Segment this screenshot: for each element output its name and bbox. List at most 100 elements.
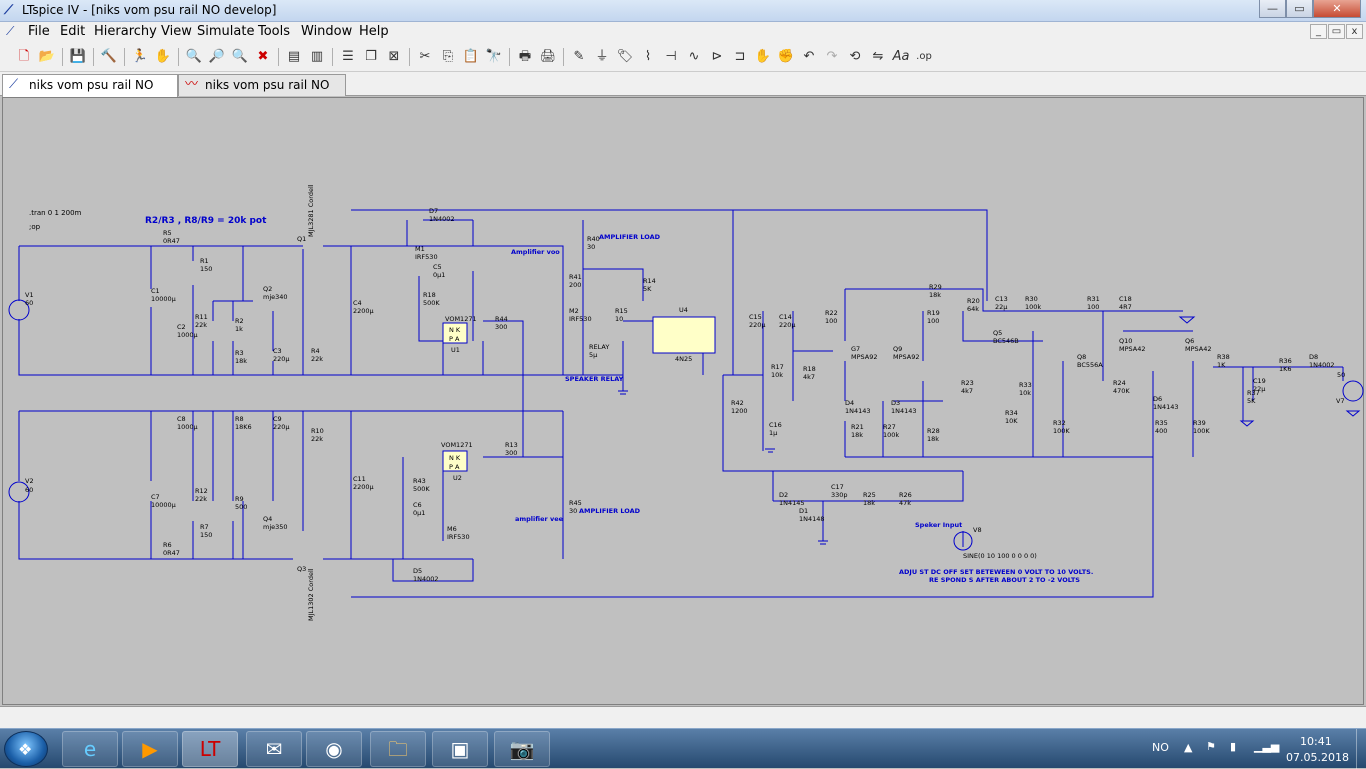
clock-time[interactable]: 10:41 [1300,735,1332,748]
save-icon[interactable]: 💾 [69,49,87,64]
close-button[interactable]: ✕ [1313,0,1361,18]
amp-vee-label[interactable]: amplifier vee [515,515,564,523]
amp-load-bottom[interactable]: AMPLIFIER LOAD [579,507,641,515]
v2-label[interactable]: V2 [25,477,34,485]
ground-icon[interactable]: ⏚ [595,49,609,64]
media-player-icon[interactable]: ▶ [122,731,178,767]
menu-hierarchy[interactable]: Hierarchy [94,24,157,39]
zoom-out-icon[interactable]: 🔍 [231,49,249,64]
delete-traces-icon[interactable]: ▥ [310,49,324,64]
u4-optocoupler[interactable] [652,316,716,354]
clock-date[interactable]: 07.05.2018 [1286,751,1349,764]
sine-label[interactable]: SINE(0 10 100 0 0 0 0) [963,552,1037,560]
thunderbird-icon[interactable]: ✉ [246,731,302,767]
note-adjust-1[interactable]: ADJU ST DC OFF SET BETEWEEN 0 VOLT TO 10… [899,568,1093,576]
tile-horizontal-icon[interactable]: ☰ [342,49,354,64]
show-desktop-button[interactable] [1356,729,1366,769]
u1-relay[interactable] [442,322,468,344]
tab-schematic[interactable]: ⟋ niks vom psu rail NO develop [2,74,178,112]
v7-label[interactable]: V7 [1336,397,1345,405]
cascade-icon[interactable]: ❐ [365,49,377,64]
label-net-icon[interactable]: 🏷 [616,49,634,64]
u2-name[interactable]: U2 [453,474,462,482]
undo-icon[interactable]: ↶ [803,49,815,64]
v8-label[interactable]: V8 [973,526,982,534]
ltspice-icon[interactable]: LT [182,731,238,767]
autorange-icon[interactable]: ▤ [287,49,301,64]
menu-edit[interactable]: Edit [60,24,86,39]
menu-tools[interactable]: Tools [258,24,291,39]
tab-waveform[interactable]: 〰 niks vom psu rail NO develop [178,74,346,112]
note-adjust-2[interactable]: RE SPOND S AFTER ABOUT 2 TO -2 VOLTS [929,576,1080,584]
menu-simulate[interactable]: Simulate [197,24,255,39]
note-pot[interactable]: R2/R3 , R8/R9 = 20k pot [145,216,267,226]
spice-directive-icon[interactable]: .op [916,51,932,62]
battery-icon[interactable]: ▮ [1230,740,1237,753]
cut-icon[interactable]: ✂ [419,49,431,64]
resistor-icon[interactable]: ⌇ [644,49,652,64]
pan-icon[interactable]: 🔎 [208,49,226,64]
language-indicator[interactable]: NO [1152,741,1169,754]
new-schematic-icon[interactable]: 🗋 [18,49,30,64]
chrome-icon[interactable]: ◉ [306,731,362,767]
diode-icon[interactable]: ⊳ [711,49,723,64]
network-icon[interactable]: ▁▃▅ [1254,740,1280,753]
find-icon[interactable]: 🔭 [485,49,503,64]
photo-viewer-icon[interactable]: ▣ [432,731,488,767]
v1-value[interactable]: 60 [25,299,33,307]
maximize-button[interactable]: ▭ [1286,0,1313,18]
mdi-restore-icon[interactable]: ▭ [1328,24,1345,39]
zoom-fit-icon[interactable]: ✖ [257,49,269,64]
q1-label[interactable]: Q1 [297,235,306,243]
camera-icon[interactable]: 📷 [494,731,550,767]
paste-icon[interactable]: 📋 [462,49,480,64]
print-icon[interactable]: 🖨 [539,49,557,64]
directive-tran[interactable]: .tran 0 1 200m [29,209,82,217]
